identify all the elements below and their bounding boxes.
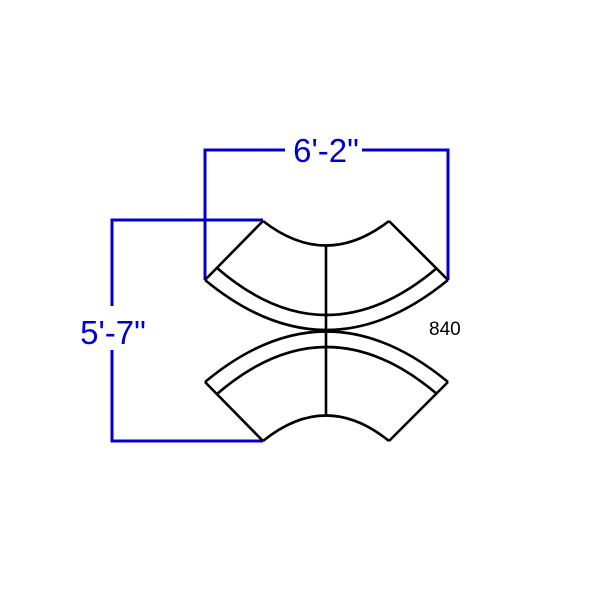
right-arm-edge — [388, 220, 449, 281]
width-bracket-right — [362, 148, 450, 280]
width-dimension — [203, 148, 450, 280]
depth-bracket-top — [110, 218, 263, 306]
width-bracket-left — [203, 148, 285, 280]
curved-sofa-top — [204, 219, 449, 332]
curved-sofa-bottom — [204, 330, 449, 443]
left-arm-edge — [204, 381, 264, 442]
width-dimension-label: 6'-2" — [293, 132, 359, 169]
depth-dimension-label: 5'-7" — [80, 314, 146, 351]
seat-front-arc — [262, 414, 390, 443]
right-arm-edge — [388, 381, 449, 442]
depth-bracket-bottom — [110, 350, 263, 443]
left-arm-edge — [204, 220, 264, 281]
seat-front-arc — [262, 219, 390, 247]
depth-dimension — [110, 218, 263, 443]
model-number-label: 840 — [429, 319, 461, 340]
